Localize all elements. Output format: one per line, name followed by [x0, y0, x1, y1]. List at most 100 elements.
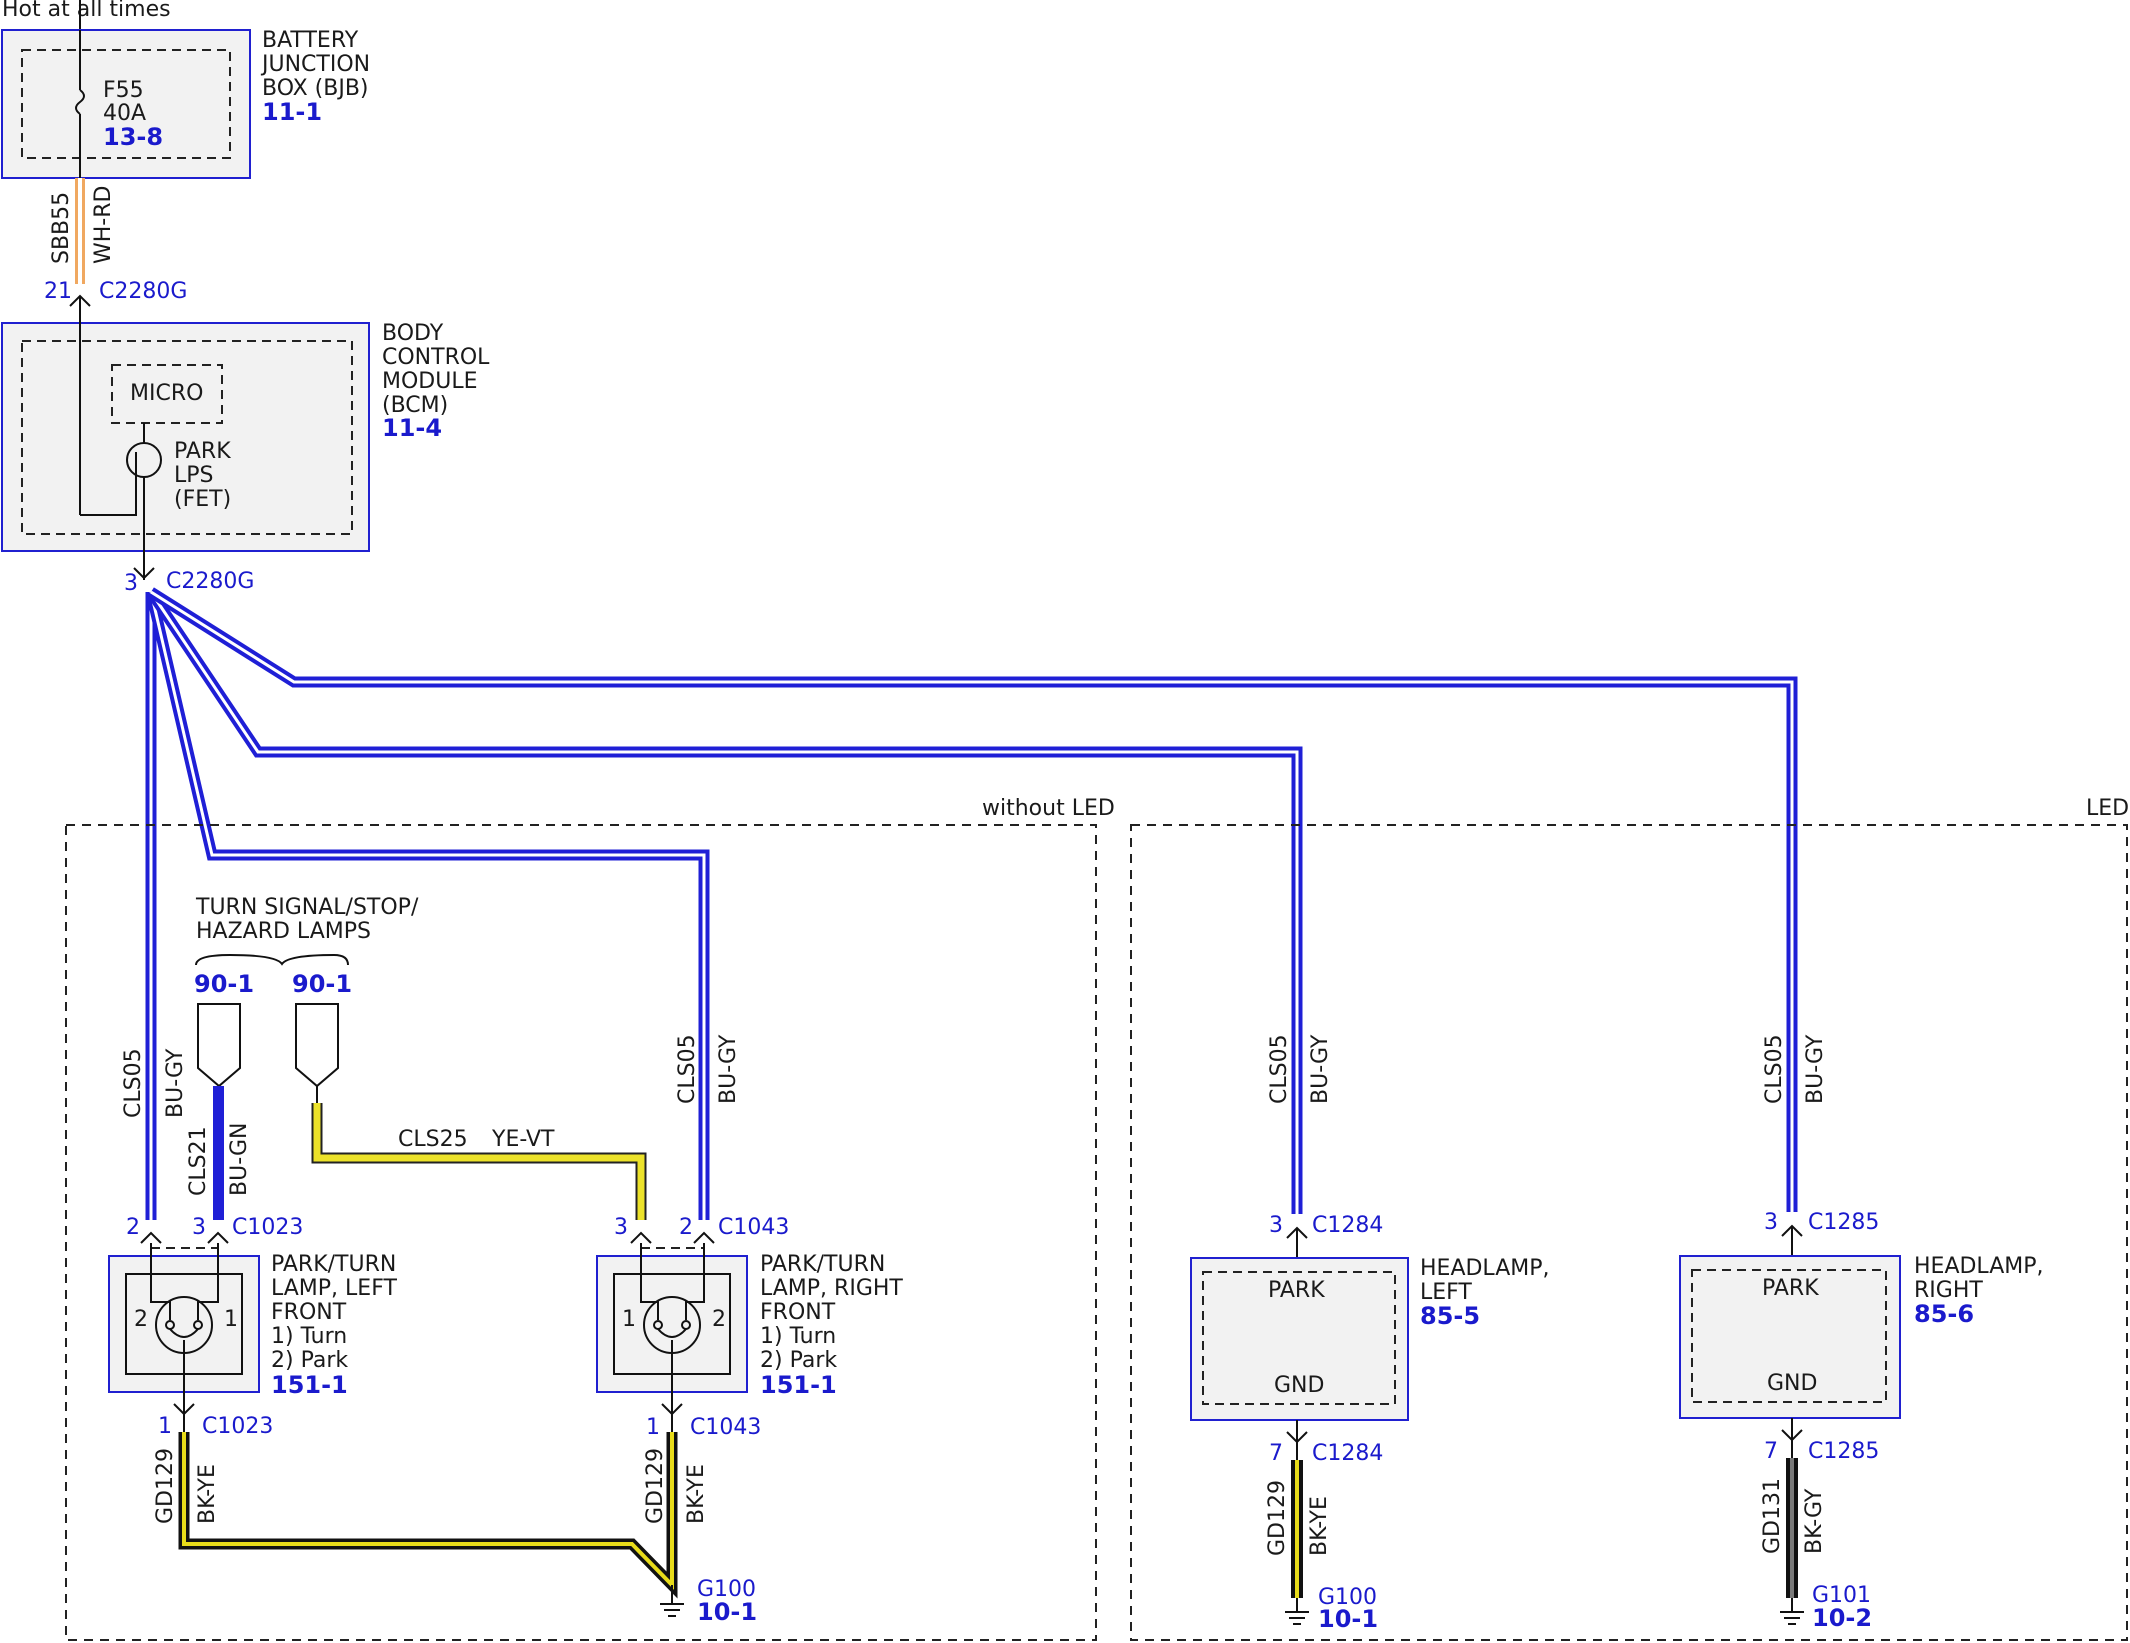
offpage-connector-right[interactable] — [295, 1003, 339, 1088]
lamp-right-pin-b: 2 — [679, 1215, 693, 1240]
turn-signal-title-line2: HAZARD LAMPS — [196, 919, 371, 944]
lamp-left-pin-a: 2 — [126, 1215, 140, 1240]
hl-right-gnd-pin: 7 — [1764, 1439, 1778, 1464]
gd129-left-circuit: GD129 — [153, 1448, 178, 1524]
feed-wire-circuit: SBB55 — [49, 192, 74, 264]
hl-right-name-1: HEADLAMP, — [1914, 1254, 2044, 1279]
connector-arrow — [1286, 1431, 1308, 1444]
bjb-name-line2: JUNCTION — [260, 52, 370, 77]
gd129-stripe — [182, 1432, 674, 1590]
cls21-wire: CLS21 BU-GN — [186, 1086, 252, 1220]
feed-pin: 21 — [44, 279, 72, 304]
lamp-right-name-2: LAMP, RIGHT — [760, 1276, 903, 1301]
offpage-connector-left[interactable] — [197, 1003, 241, 1088]
hl-right-in-connector: C1285 — [1808, 1210, 1879, 1235]
lamp-left-name-3: FRONT — [271, 1300, 347, 1325]
lamp-right-filament-a — [640, 1243, 659, 1320]
bjb-name-line3: BOX (BJB) — [262, 76, 369, 101]
cls05-hl-left-color: BU-GY — [1308, 1034, 1333, 1104]
hl-left-park: PARK — [1268, 1278, 1325, 1303]
hl-left-ground-ref[interactable]: 10-1 — [1318, 1605, 1378, 1633]
fuse-rating: 40A — [103, 101, 146, 126]
cls05-hl-left-circuit: CLS05 — [1267, 1034, 1292, 1104]
lamp-left-gnd-pin: 1 — [158, 1414, 172, 1439]
lamp-left-pin-b: 3 — [192, 1215, 206, 1240]
cls05-to-right-lamp-stripe — [149, 591, 706, 1220]
lamp-left-connector-bottom: C1023 — [202, 1414, 273, 1439]
gd129-outline — [178, 1432, 678, 1599]
ground-g100-ref[interactable]: 10-1 — [697, 1598, 757, 1626]
bjb-name-line1: BATTERY — [262, 28, 359, 53]
lamp-left-connector-top: C1023 — [232, 1215, 303, 1240]
cls05-hl-right-circuit: CLS05 — [1762, 1034, 1787, 1104]
hl-left-gd129-circuit: GD129 — [1265, 1480, 1290, 1556]
connector-arrow — [140, 1231, 162, 1244]
lamp-right-name-4: 1) Turn — [760, 1324, 836, 1349]
hl-left-ref[interactable]: 85-5 — [1420, 1302, 1480, 1330]
bjb-ref[interactable]: 11-1 — [262, 98, 322, 126]
cls05-to-headlamp-right-stripe — [150, 590, 1794, 1212]
feed-wire-stripe — [78, 178, 82, 284]
lamp-left-name-4: 1) Turn — [271, 1324, 347, 1349]
hl-left-name-2: LEFT — [1420, 1280, 1472, 1305]
feed-wire-color: WH-RD — [91, 186, 116, 264]
gd129-left-color: BK-YE — [195, 1464, 220, 1524]
cls05-hl-right-color: BU-GY — [1803, 1034, 1828, 1104]
lamp-right-ref[interactable]: 151-1 — [760, 1371, 837, 1399]
fet-line1: PARK — [174, 439, 231, 464]
lamp-right-bulb-pin-left: 1 — [622, 1307, 636, 1332]
bjb-inner — [21, 49, 231, 159]
lamp-right-pin-a: 3 — [614, 1215, 628, 1240]
cls21-body — [213, 1086, 224, 1220]
turn-signal-ref-left[interactable]: 90-1 — [194, 970, 254, 998]
lamp-right-bulb-pin-right: 2 — [712, 1307, 726, 1332]
lamp-right-gnd-pin: 1 — [646, 1415, 660, 1440]
connector-arrow — [630, 1231, 652, 1244]
bcm-name-line2: CONTROL — [382, 345, 490, 370]
hl-left-gnd: GND — [1274, 1373, 1324, 1398]
hl-right-gnd-connector: C1285 — [1808, 1439, 1879, 1464]
hl-left-gd129-stripe — [1295, 1460, 1299, 1598]
fuse-ref[interactable]: 13-8 — [103, 123, 163, 151]
cls05-to-headlamp-left-stripe — [149, 591, 1299, 1214]
feed-connector: C2280G — [99, 279, 187, 304]
connector-arrow — [1781, 1429, 1803, 1442]
hl-right-inner — [1691, 1269, 1887, 1403]
cls05-harness — [145, 587, 1798, 1220]
feed-wire-sbb55: SBB55 WH-RD — [49, 178, 116, 284]
turn-signal-brace — [195, 953, 349, 966]
gd129-right-color: BK-YE — [684, 1464, 709, 1524]
park-turn-lamp-left: 2 3 C1023 2 1 PARK/TURN LAMP, LEFT FRONT… — [108, 1215, 397, 1439]
connector-arrow — [207, 1231, 229, 1244]
turn-signal-ref-right[interactable]: 90-1 — [292, 970, 352, 998]
lamp-left-bulb-pin-left: 2 — [134, 1307, 148, 1332]
hl-right-ground-ref[interactable]: 10-2 — [1812, 1604, 1872, 1632]
hl-left-outline — [1190, 1257, 1409, 1421]
lamp-left-ref[interactable]: 151-1 — [271, 1371, 348, 1399]
fet-line2: LPS — [174, 463, 214, 488]
hl-right-ref[interactable]: 85-6 — [1914, 1300, 1974, 1328]
lamp-right-connector-top: C1043 — [718, 1215, 789, 1240]
cls25-color: YE-VT — [491, 1127, 555, 1152]
bcm-inner — [21, 340, 353, 535]
bcm-name-line4: (BCM) — [382, 393, 448, 418]
cls25-body — [313, 1103, 645, 1220]
lamp-left-bulb-pin-right: 1 — [224, 1307, 238, 1332]
lamp-right-name-5: 2) Park — [760, 1348, 837, 1373]
lamp-right-name-3: FRONT — [760, 1300, 836, 1325]
lamp-left-name-2: LAMP, LEFT — [271, 1276, 397, 1301]
lamp-left-filament-a — [150, 1243, 171, 1320]
lamp-right-filament — [657, 1328, 687, 1338]
hl-right-gd131-stripe — [1790, 1458, 1794, 1598]
lamp-left-filament-b — [197, 1243, 219, 1320]
headlamp-right: 3 C1285 PARK GND HEADLAMP, RIGHT 85-6 7 … — [1679, 1210, 2044, 1632]
hl-left-gnd-connector: C1284 — [1312, 1441, 1383, 1466]
lamp-left-name-1: PARK/TURN — [271, 1252, 396, 1277]
turn-signal-reference: TURN SIGNAL/STOP/ HAZARD LAMPS 90-1 90-1 — [194, 895, 419, 1088]
battery-junction-box: BATTERY JUNCTION BOX (BJB) 11-1 F55 40A … — [1, 28, 370, 179]
hl-left-ground: G100 — [1318, 1585, 1377, 1610]
gd129-right-circuit: GD129 — [643, 1448, 668, 1524]
hl-right-gnd: GND — [1767, 1371, 1817, 1396]
bcm-ref[interactable]: 11-4 — [382, 414, 442, 442]
lamp-right-name-1: PARK/TURN — [760, 1252, 885, 1277]
